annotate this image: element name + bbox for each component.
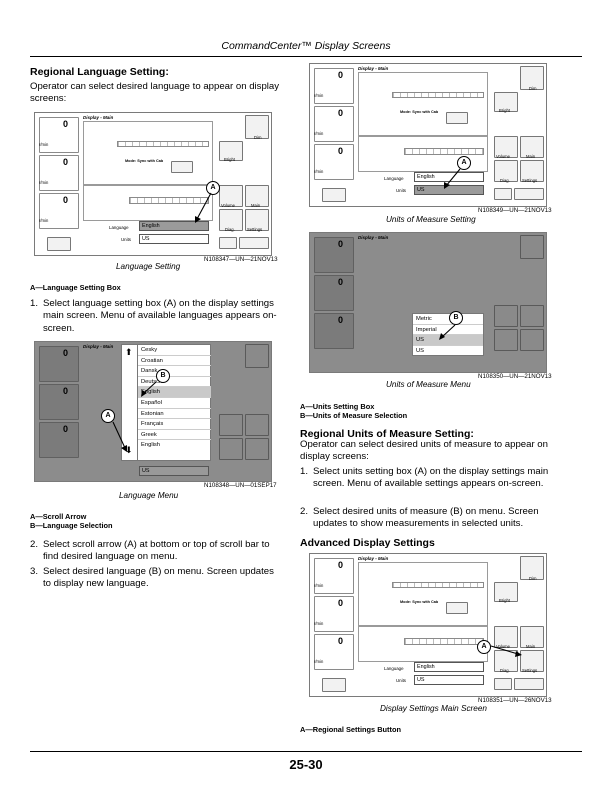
intro-units: Operator can select desired units of mea… (300, 439, 548, 463)
fig4-ref: N108350—UN—21NOV13 (478, 373, 552, 380)
legend-fig2-b: B—Language Selection (30, 521, 113, 530)
menu-item[interactable]: Metric (413, 314, 483, 325)
scroll-up-icon: ⬆ (125, 347, 133, 357)
header-rule (30, 56, 582, 57)
fig2-ref: N108348—UN—01SEP17 (204, 482, 277, 489)
menu-item[interactable]: Deutsch (138, 377, 211, 388)
fig2-caption: Language Menu (119, 491, 179, 500)
step-2-units: 2.Select desired units of measure (B) on… (300, 506, 539, 530)
menu-item[interactable]: Greek (138, 430, 211, 441)
heading-advanced: Advanced Display Settings (300, 537, 435, 549)
menu-item-selected[interactable]: English (138, 387, 211, 398)
menu-item[interactable]: Imperial (413, 325, 483, 336)
fig1-ref: N108347—UN—21NOV13 (204, 256, 278, 263)
footer-rule (30, 751, 582, 752)
step-3-language: 3.Select desired language (B) on menu. S… (30, 566, 274, 590)
figure-display-settings-main: 0 r/min 0 r/min 0 r/min Display - Main M… (309, 553, 547, 697)
fig4-caption: Units of Measure Menu (386, 380, 471, 389)
fig3-ref: N108349—UN—21NOV13 (478, 207, 552, 214)
menu-item[interactable]: Cesky (138, 345, 211, 356)
language-menu: ⬆ ⬇ Cesky Croatian Dansk Deutsch English… (121, 344, 211, 461)
menu-item[interactable]: Dansk (138, 366, 211, 377)
figure-language-setting: 0 r/min 0 r/min 0 r/min Display - Main M… (34, 112, 272, 256)
step-2-language: 2.Select scroll arrow (A) at bottom or t… (30, 539, 270, 563)
legend-fig2-a: A—Scroll Arrow (30, 512, 87, 521)
scroll-down-icon: ⬇ (125, 445, 133, 455)
fig5-ref: N108351—UN—26NOV13 (478, 697, 552, 704)
legend-regional-a: A—Regional Settings Button (300, 725, 402, 734)
page-header: CommandCenter™ Display Screens (221, 40, 391, 52)
menu-item[interactable]: Croatian (138, 356, 211, 367)
menu-item-current: English (141, 442, 161, 449)
figure-units-menu: 0 0 0 Display - Main Metric Imperial US … (309, 232, 547, 373)
menu-item[interactable]: Estonian (138, 409, 211, 420)
figure-language-menu: 0 0 0 Display - Main ⬆ ⬇ Cesky Croatian … (34, 341, 272, 482)
menu-item-current: US (416, 347, 425, 354)
page-number: 25-30 (289, 757, 323, 772)
fig1-caption: Language Setting (116, 262, 181, 271)
menu-item[interactable]: Français (138, 419, 211, 430)
menu-item[interactable]: Español (138, 398, 211, 409)
heading-language: Regional Language Setting: (30, 66, 169, 78)
legend-fig1: A—Language Setting Box (30, 283, 121, 292)
heading-units: Regional Units of Measure Setting: (300, 428, 474, 440)
fig3-caption: Units of Measure Setting (386, 215, 476, 224)
menu-item-selected[interactable]: US (413, 335, 483, 346)
step-1-language: 1.Select language setting box (A) on the… (30, 298, 277, 334)
step-1-units: 1.Select units setting box (A) on the di… (300, 466, 549, 490)
figure-units-setting: 0 r/min 0 r/min 0 r/min Display - Main M… (309, 63, 547, 207)
legend-units-b: B—Units of Measure Selection (300, 411, 408, 420)
units-menu: Metric Imperial US US (412, 313, 484, 356)
intro-language: Operator can select desired language to … (30, 81, 280, 105)
legend-units-a: A—Units Setting Box (300, 402, 375, 411)
fig5-caption: Display Settings Main Screen (380, 704, 487, 713)
